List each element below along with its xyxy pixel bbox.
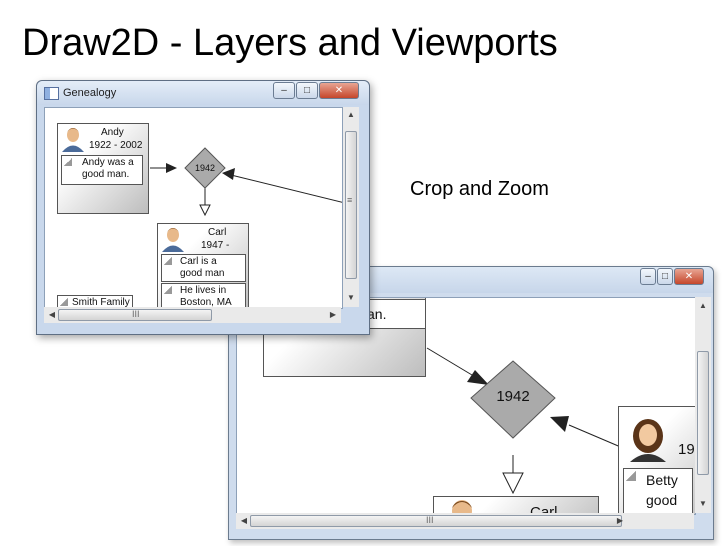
carl-figure-zoomed[interactable] [433,496,599,514]
marriage-year: 1942 [496,388,530,405]
horizontal-scroll-thumb[interactable] [250,515,622,527]
andy-name: Andy [101,127,124,138]
smith-family-note[interactable]: Smith Family [57,295,133,308]
horizontal-scrollbar[interactable]: ◀ III ▶ [44,307,341,323]
carl-note-2[interactable]: He lives in Boston, MA [161,283,246,308]
arrow-head-icon [166,163,177,173]
scroll-grip-icon: ≡ [347,195,353,205]
person-male-icon [62,128,84,152]
vertical-scroll-thumb[interactable] [697,351,709,475]
person-male-icon [162,228,184,252]
minimize-button[interactable]: – [273,82,295,99]
betty-note-line-2: good [646,492,678,508]
arrow-head-icon [550,416,569,432]
marriage-year: 1942 [194,163,216,173]
carl-name-zoomed: Carl [530,504,558,515]
child-arrow-icon [502,472,524,495]
vertical-scroll-thumb[interactable] [345,131,357,279]
scroll-down-arrow-icon[interactable]: ▼ [699,499,707,508]
marriage-diamond[interactable] [184,147,226,189]
child-arrow-icon [199,204,211,217]
window-title: Genealogy [63,87,117,99]
slide-title: Draw2D - Layers and Viewports [22,22,558,64]
scroll-right-arrow-icon[interactable]: ▶ [329,310,337,319]
carl-name: Carl [208,227,227,238]
scroll-up-arrow-icon[interactable]: ▲ [699,301,707,310]
andy-note[interactable]: an. [362,299,426,329]
vertical-scrollbar[interactable]: ▲ ▼ [695,297,711,513]
connection-betty-marriage [568,424,624,449]
carl-note-1-line-1: Carl is a [180,256,217,267]
andy-note-text: an. [367,306,387,322]
note-corner-icon [164,286,172,294]
note-corner-icon [60,298,68,306]
person-male-icon [452,500,472,514]
note-corner-icon [164,257,172,265]
carl-note-2-line-2: Boston, MA [180,297,232,308]
app-icon [44,87,59,100]
smith-family-label: Smith Family [72,297,130,308]
person-female-icon [630,419,666,462]
close-button[interactable]: ✕ [319,82,359,99]
carl-note-1-line-2: good man [180,268,225,279]
scroll-up-arrow-icon[interactable]: ▲ [347,110,355,119]
horizontal-scrollbar[interactable]: ◀ III ▶ [236,513,694,529]
vertical-scrollbar[interactable]: ▲ ≡ ▼ [343,107,359,307]
betty-note[interactable]: Betty good [623,468,693,514]
scroll-left-arrow-icon[interactable]: ◀ [240,516,248,525]
minimize-button[interactable]: – [640,268,656,285]
genealogy-canvas[interactable]: 1942 Andy 1922 - 2002 Andy was a good ma… [44,107,343,309]
connection-andy-marriage [426,347,478,379]
betty-year: 19 [678,441,695,458]
crop-zoom-caption: Crop and Zoom [410,178,549,200]
arrow-head-icon [467,370,489,385]
genealogy-titlebar[interactable]: Genealogy – □ ✕ [37,81,369,105]
genealogy-connections [150,147,342,217]
note-corner-icon [64,158,72,166]
note-corner-icon [626,471,636,481]
carl-note-1[interactable]: Carl is a good man [161,254,246,282]
carl-note-2-line-1: He lives in [180,285,227,296]
horizontal-scroll-thumb[interactable] [58,309,212,321]
marriage-diamond[interactable] [470,360,556,439]
scroll-left-arrow-icon[interactable]: ◀ [48,310,56,319]
carl-years: 1947 - [201,240,230,251]
betty-note-line-1: Betty [646,472,678,488]
andy-note-line-2: good man. [82,169,130,180]
arrow-head-icon [222,168,235,180]
scroll-right-arrow-icon[interactable]: ▶ [616,516,624,525]
scroll-down-arrow-icon[interactable]: ▼ [347,293,355,302]
connection-betty-marriage [230,174,342,203]
andy-years: 1922 - 2002 [89,140,143,151]
andy-note-line-1: Andy was a [82,157,134,168]
scroll-grip-icon: III [426,515,434,525]
genealogy-window: Genealogy – □ ✕ 1942 Andy 1922 - 2002 An… [36,80,370,335]
close-button[interactable]: ✕ [674,268,704,285]
andy-note[interactable]: Andy was a good man. [61,155,143,185]
maximize-button[interactable]: □ [296,82,318,99]
maximize-button[interactable]: □ [657,268,673,285]
zoom-connections [426,347,624,495]
scroll-grip-icon: III [132,309,140,319]
